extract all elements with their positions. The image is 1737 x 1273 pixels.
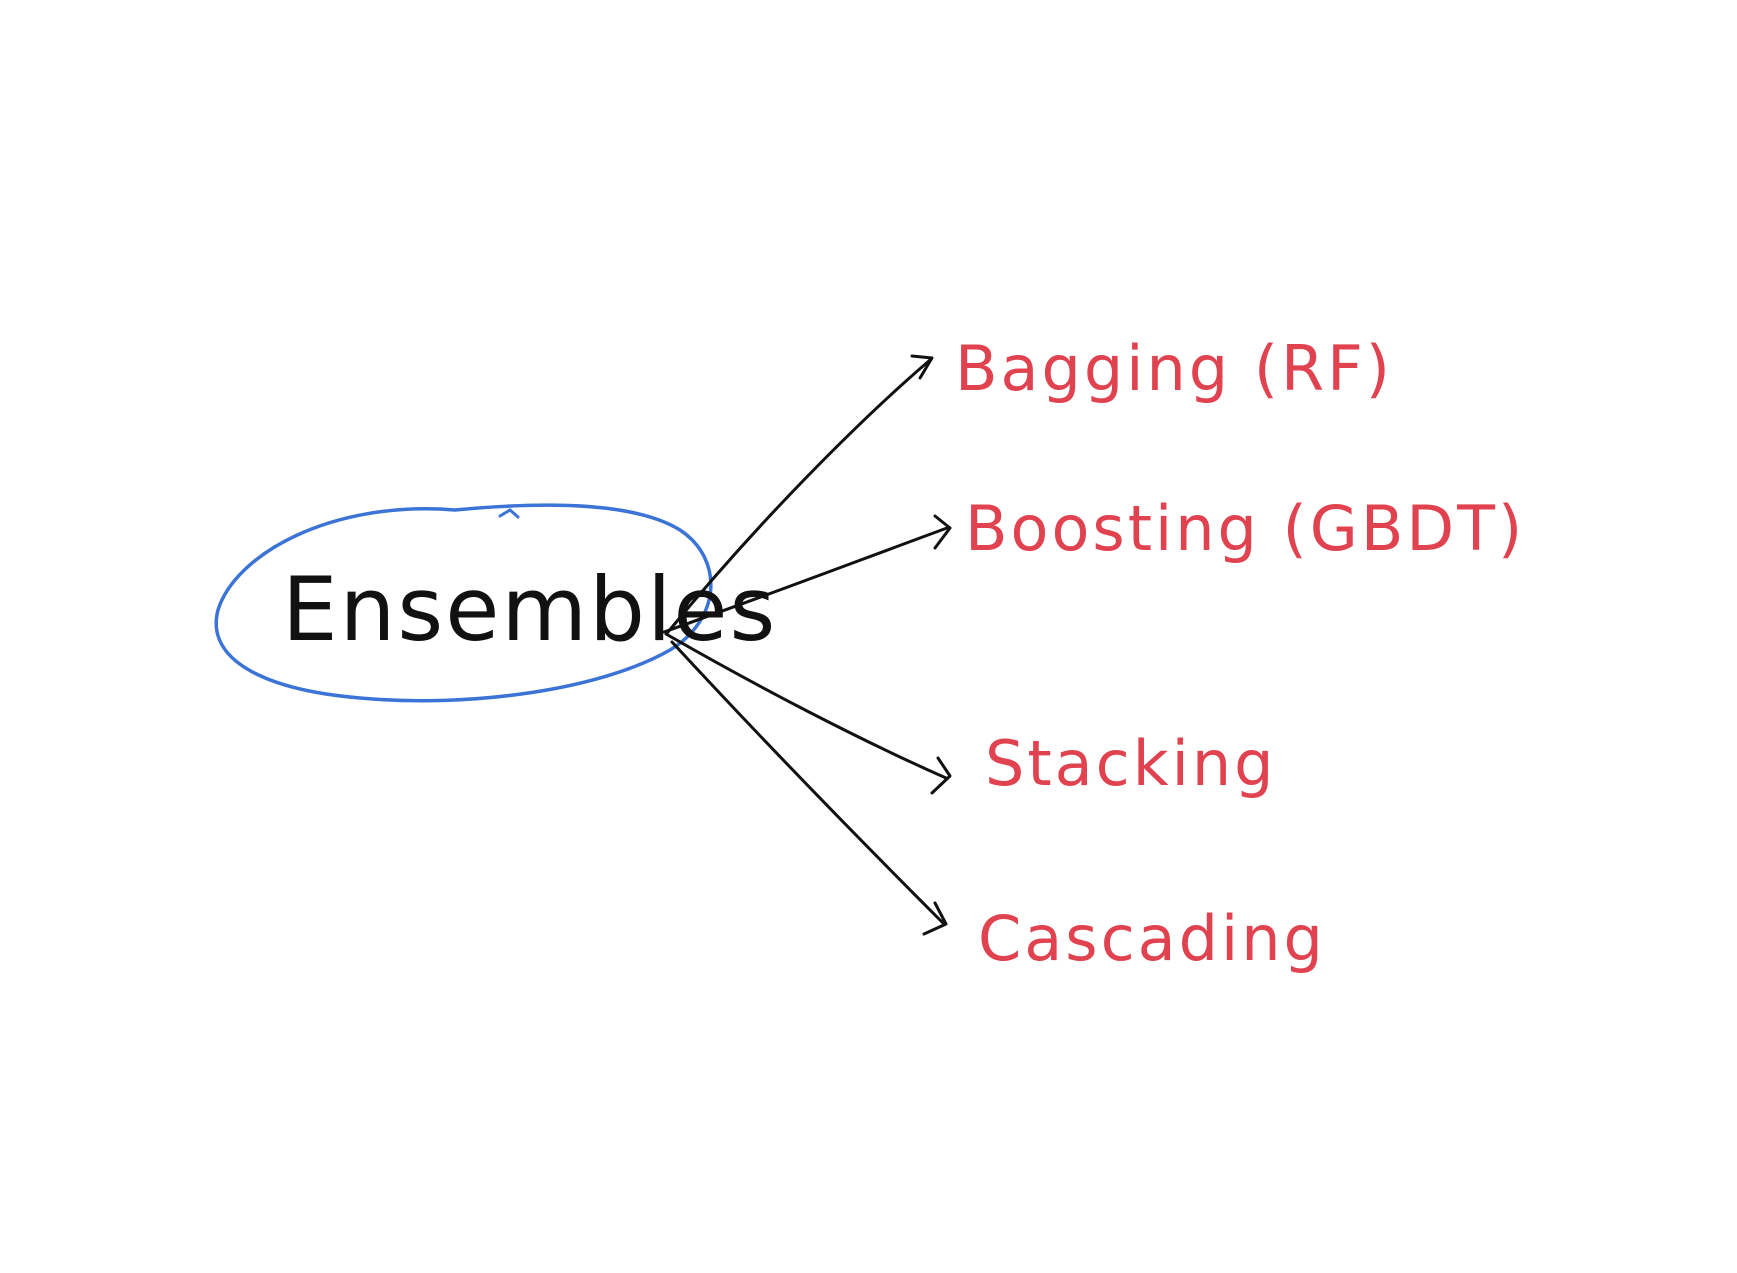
arrow-shaft-cascading [670, 640, 946, 926]
root-label: Ensembles [282, 558, 777, 661]
branch-label-stacking: Stacking [985, 727, 1277, 800]
arrowhead-stacking [930, 756, 952, 795]
arrow-to-stacking [664, 632, 952, 795]
arrows [662, 354, 952, 936]
branch-label-cascading: Cascading [978, 902, 1326, 975]
root-node: Ensembles [214, 503, 777, 703]
root-ellipse-overlap-mark [498, 508, 520, 519]
branch-label-bagging: Bagging (RF) [955, 332, 1393, 405]
branch-labels: Bagging (RF) Boosting (GBDT) Stacking Ca… [955, 332, 1525, 975]
arrow-shaft-bagging [666, 358, 932, 634]
arrow-to-bagging [666, 354, 934, 634]
root-ellipse-outline [214, 503, 713, 703]
arrow-to-boosting [662, 514, 952, 634]
arrowhead-cascading [922, 901, 948, 936]
arrow-to-cascading [670, 640, 948, 936]
arrowhead-boosting [933, 514, 952, 550]
arrow-shaft-stacking [664, 632, 948, 780]
arrowhead-bagging [910, 354, 934, 380]
arrow-shaft-boosting [662, 526, 949, 634]
branch-label-boosting: Boosting (GBDT) [965, 492, 1525, 565]
